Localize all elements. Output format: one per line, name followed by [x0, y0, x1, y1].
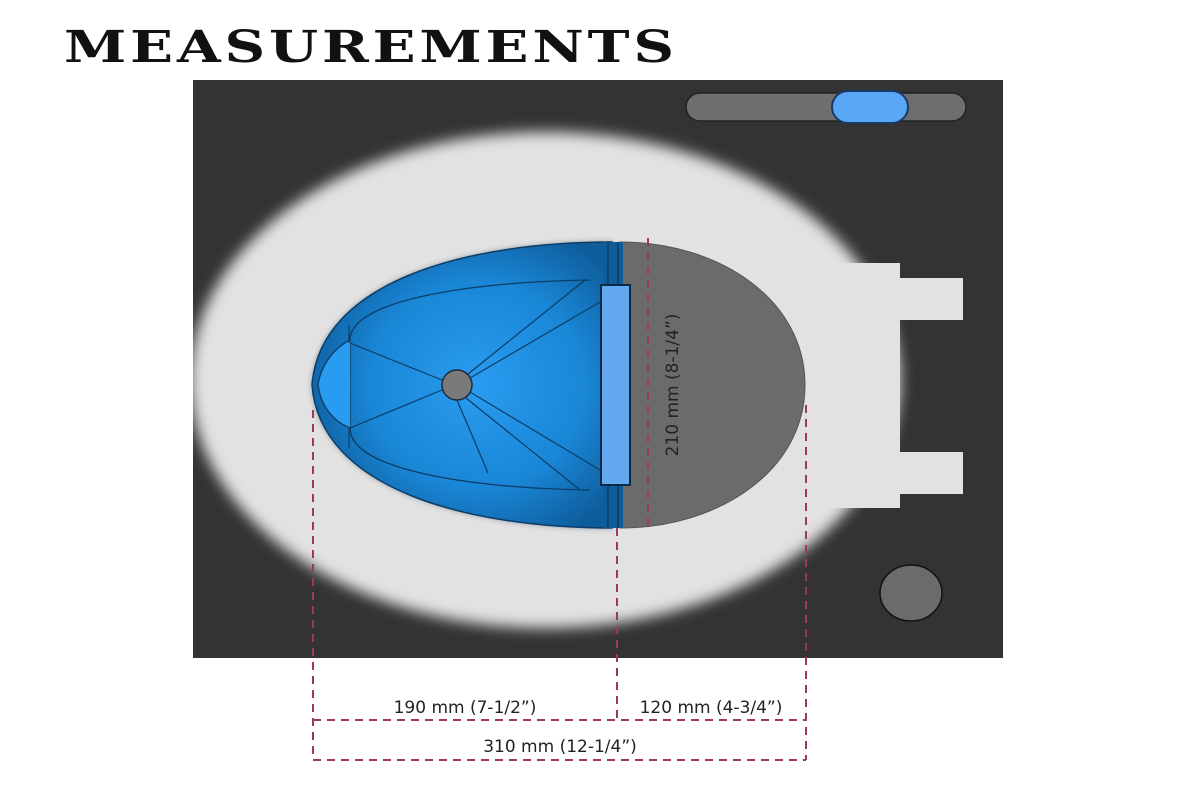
- slider-track: [685, 92, 967, 122]
- dimension-total-length: 310 mm (12-1/4”): [483, 737, 637, 757]
- slider-knob: [831, 90, 909, 124]
- dimension-width: 210 mm (8-1/4”): [663, 314, 683, 457]
- dimension-bowl-length: 190 mm (7-1/2”): [394, 698, 537, 718]
- flap-panel: [600, 284, 631, 486]
- page-title: MEASUREMENTS: [64, 22, 678, 73]
- round-button: [879, 564, 943, 622]
- lid-area: [619, 241, 806, 529]
- dimension-lid-length: 120 mm (4-3/4”): [640, 698, 783, 718]
- drain-hole: [441, 369, 473, 401]
